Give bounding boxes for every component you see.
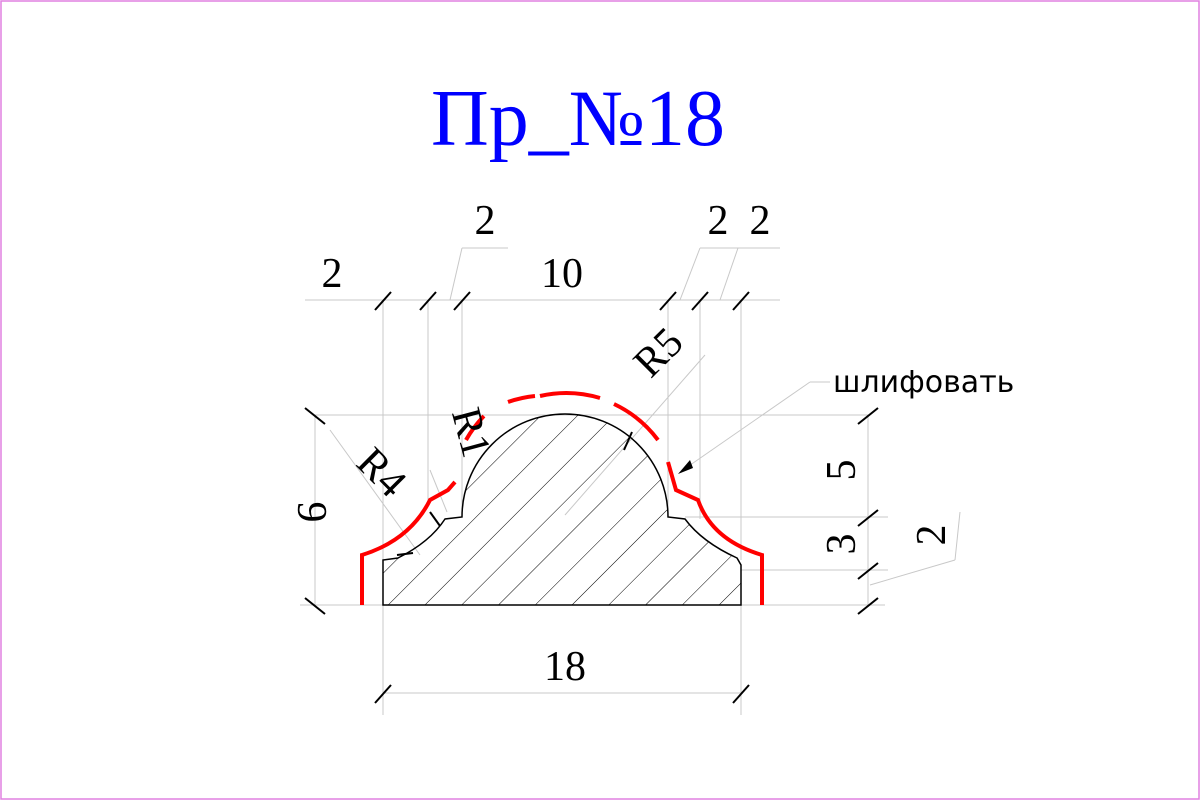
dim-top-upper-2: 2 [475, 198, 496, 244]
note-arrowhead [678, 460, 693, 474]
radius-r4: R4 [348, 439, 415, 506]
dim-top-right-2a: 2 [708, 198, 729, 244]
dim-right-2: 2 [909, 525, 955, 546]
drawing-title: Пр_№18 [431, 75, 725, 163]
note-leader [682, 381, 811, 471]
extension-lines [300, 247, 961, 715]
dim-right-5: 5 [819, 460, 865, 481]
dim-right-3: 3 [819, 534, 865, 555]
dim-top-left-2: 2 [322, 251, 343, 297]
dim-top-10: 10 [541, 251, 583, 297]
dim-bottom-18: 18 [544, 644, 586, 690]
dimension-ticks [304, 291, 879, 704]
dim-height-9: 9 [288, 502, 334, 523]
finish-note: шлифовать [833, 365, 1014, 400]
finish-contour [360, 391, 764, 605]
profile-outline [382, 413, 742, 606]
dim-top-right-2b: 2 [750, 198, 771, 244]
radius-r5: R5 [625, 319, 692, 386]
section-hatching [383, 414, 741, 605]
